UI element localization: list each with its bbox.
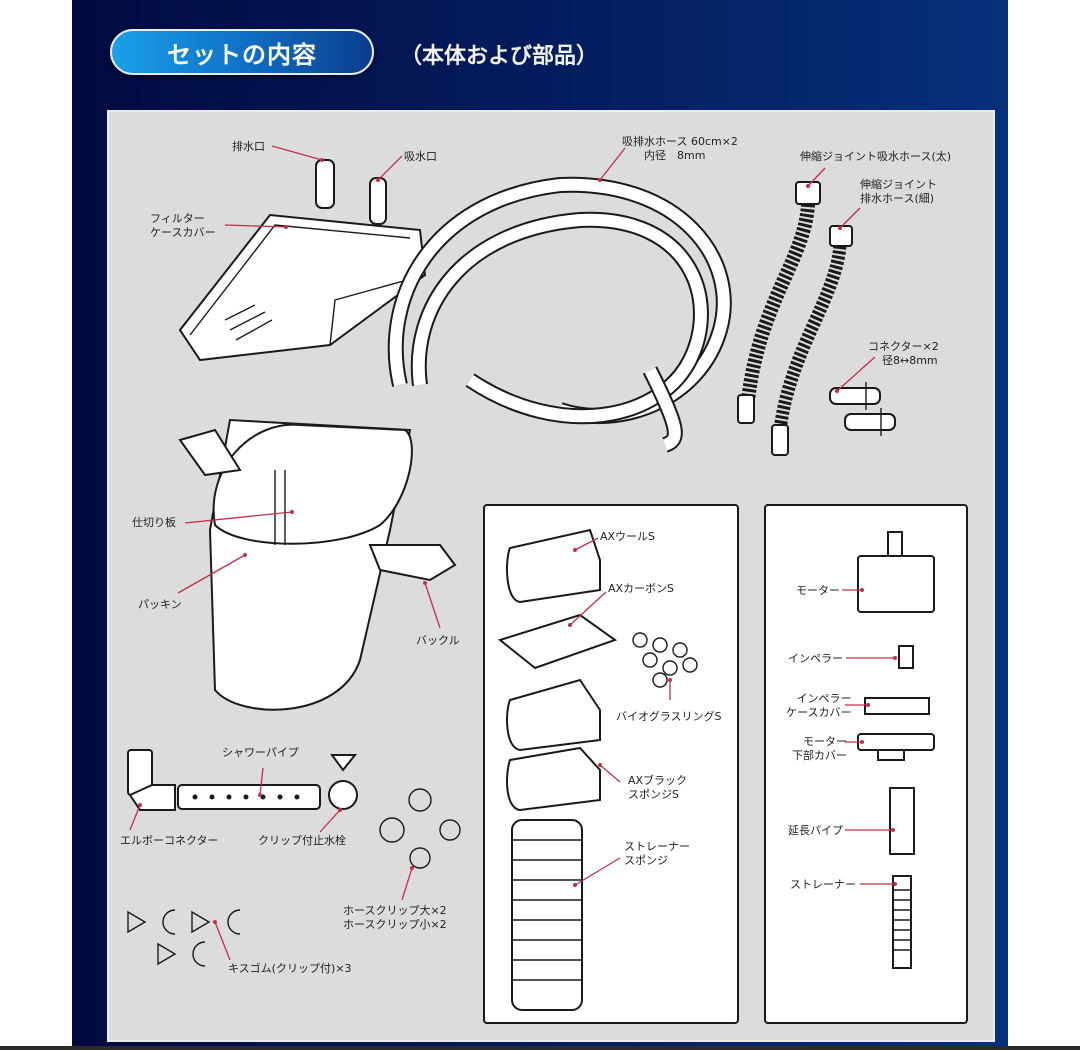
label-packing: パッキン bbox=[138, 598, 182, 611]
label-joint-intake-hose: 伸縮ジョイント吸水ホース(太) bbox=[800, 150, 952, 163]
label-joint-outlet-hose: 伸縮ジョイント 排水ホース(細) bbox=[860, 178, 937, 205]
label-motor: モーター bbox=[796, 584, 840, 597]
title-badge-text: セットの内容 bbox=[167, 40, 317, 69]
subtitle: （本体および部品） bbox=[400, 44, 599, 69]
filter-canister-drawing bbox=[178, 418, 457, 711]
label-strainer: ストレーナー bbox=[790, 878, 856, 891]
label-suction-cups: キスゴム(クリップ付)×3 bbox=[228, 962, 352, 975]
label-strainer-sponge: ストレーナー スポンジ bbox=[624, 840, 690, 867]
label-ax-black-sponge: AXブラック スポンジS bbox=[628, 774, 688, 801]
label-bio-glass: バイオグラスリングS bbox=[616, 710, 722, 723]
filter-media-drawing bbox=[497, 528, 698, 1011]
leader-lines bbox=[129, 145, 897, 961]
label-outlet: 排水口 bbox=[232, 140, 265, 153]
joint-hoses-drawing bbox=[737, 181, 853, 456]
label-elbow-connector: エルボーコネクター bbox=[120, 834, 219, 847]
connectors-drawing bbox=[829, 382, 896, 436]
label-impeller-case-cover: インペラー ケースカバー bbox=[786, 692, 852, 719]
filter-case-cover-drawing bbox=[178, 159, 427, 362]
motor-parts-drawing bbox=[857, 531, 935, 969]
label-ax-carbon: AXカーボンS bbox=[608, 582, 675, 595]
label-hose: 吸排水ホース 60cm×2 内径 8mm bbox=[622, 135, 738, 162]
bottom-divider bbox=[0, 1046, 1080, 1050]
title-badge: セットの内容 bbox=[110, 29, 374, 75]
label-connector: コネクター×2 径8↔8mm bbox=[868, 340, 939, 367]
label-filter-case-cover: フィルター ケースカバー bbox=[150, 212, 216, 239]
label-impeller: インペラー bbox=[788, 652, 843, 665]
label-clip-stopper: クリップ付止水栓 bbox=[258, 834, 346, 847]
label-buckle: バックル bbox=[416, 634, 460, 647]
label-inlet: 吸水口 bbox=[404, 150, 437, 163]
small-parts-drawing bbox=[127, 749, 461, 967]
label-divider: 仕切り板 bbox=[132, 516, 176, 529]
label-hose-clips: ホースクリップ大×2 ホースクリップ小×2 bbox=[343, 904, 447, 931]
label-extension-pipe: 延長パイプ bbox=[788, 824, 843, 837]
label-motor-bottom-cover: モーター 下部カバー bbox=[792, 735, 847, 762]
label-shower-pipe: シャワーパイプ bbox=[222, 746, 299, 759]
label-ax-wool: AXウールS bbox=[600, 530, 656, 543]
hoses-drawing bbox=[387, 176, 732, 453]
